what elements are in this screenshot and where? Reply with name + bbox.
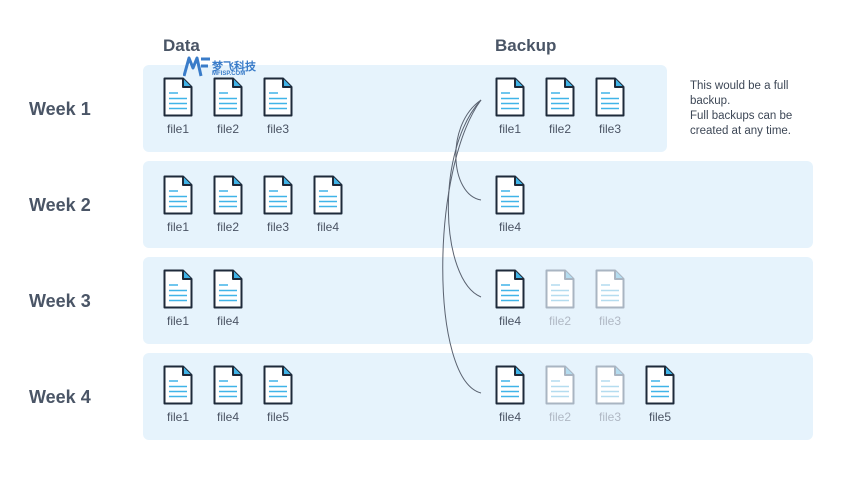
backup-file-item: file4 [490, 365, 530, 424]
file-label: file3 [266, 220, 289, 234]
week-3-row [143, 257, 813, 344]
file-item: file4 [208, 365, 248, 424]
document-icon [495, 77, 525, 117]
full-backup-note: This would be a full backup. Full backup… [690, 79, 840, 139]
document-icon [645, 365, 675, 405]
week-3-label: Week 3 [29, 291, 91, 311]
file-label: file2 [216, 122, 239, 136]
file-label: file1 [166, 410, 189, 424]
note-line: This would be a full [690, 80, 789, 92]
file-item: file1 [158, 269, 198, 328]
backup-file-item: file3 [590, 77, 630, 136]
document-icon [595, 269, 625, 309]
week-2-row [143, 161, 813, 248]
note-line: Full backups can be [690, 110, 793, 122]
backup-file-item: file4 [490, 269, 530, 328]
document-icon [213, 365, 243, 405]
file-label: file2 [548, 410, 571, 424]
document-icon [495, 269, 525, 309]
file-item: file2 [208, 175, 248, 234]
file-label: file4 [498, 220, 521, 234]
file-label: file1 [166, 314, 189, 328]
backup-file-item: file5 [640, 365, 680, 424]
document-icon [313, 175, 343, 215]
document-icon [213, 77, 243, 117]
document-icon [545, 365, 575, 405]
mf-logo-icon [182, 56, 210, 77]
file-label: file4 [498, 410, 521, 424]
backup-file-item-unchanged: file2 [540, 269, 580, 328]
backup-file-item-unchanged: file3 [590, 269, 630, 328]
document-icon [263, 365, 293, 405]
file-item: file1 [158, 175, 198, 234]
file-label: file4 [316, 220, 339, 234]
file-item: file4 [208, 269, 248, 328]
file-label: file4 [216, 410, 239, 424]
backup-file-item: file2 [540, 77, 580, 136]
backup-file-item: file1 [490, 77, 530, 136]
file-label: file5 [648, 410, 671, 424]
week-4-row [143, 353, 813, 440]
connector-week4 [442, 99, 482, 394]
file-item: file1 [158, 77, 198, 136]
document-icon [595, 77, 625, 117]
file-item: file1 [158, 365, 198, 424]
week-4-label: Week 4 [29, 387, 91, 407]
connector-week2 [455, 99, 482, 201]
data-column-title: Data [163, 36, 200, 55]
backup-file-item-unchanged: file3 [590, 365, 630, 424]
document-icon [263, 175, 293, 215]
week-1-label: Week 1 [29, 99, 91, 119]
logo-subtext: MFISP.COM [212, 71, 246, 77]
file-label: file4 [498, 314, 521, 328]
file-label: file2 [216, 220, 239, 234]
file-label: file4 [216, 314, 239, 328]
document-icon [495, 365, 525, 405]
file-label: file3 [266, 122, 289, 136]
file-label: file1 [166, 122, 189, 136]
file-label: file3 [598, 314, 621, 328]
file-label: file1 [498, 122, 521, 136]
file-label: file5 [266, 410, 289, 424]
logo-text: 梦飞科技 [212, 61, 256, 73]
file-label: file1 [166, 220, 189, 234]
note-line: backup. [690, 95, 731, 107]
file-item: file2 [208, 77, 248, 136]
watermark-logo: 梦飞科技 MFISP.COM [182, 56, 256, 83]
document-icon [263, 77, 293, 117]
backup-file-item-unchanged: file2 [540, 365, 580, 424]
week-2-label: Week 2 [29, 195, 91, 215]
document-icon [213, 175, 243, 215]
file-item: file4 [308, 175, 348, 234]
file-label: file2 [548, 314, 571, 328]
document-icon [545, 269, 575, 309]
document-icon [595, 365, 625, 405]
backup-file-item: file4 [490, 175, 530, 234]
document-icon [545, 77, 575, 117]
document-icon [163, 269, 193, 309]
backup-column-title: Backup [495, 36, 557, 55]
note-line: created at any time. [690, 125, 791, 137]
document-icon [163, 175, 193, 215]
document-icon [163, 365, 193, 405]
connector-week3 [447, 99, 482, 298]
file-label: file2 [548, 122, 571, 136]
file-label: file3 [598, 122, 621, 136]
file-item: file3 [258, 175, 298, 234]
file-item: file3 [258, 77, 298, 136]
file-item: file5 [258, 365, 298, 424]
document-icon [163, 77, 193, 117]
file-label: file3 [598, 410, 621, 424]
document-icon [495, 175, 525, 215]
document-icon [213, 269, 243, 309]
